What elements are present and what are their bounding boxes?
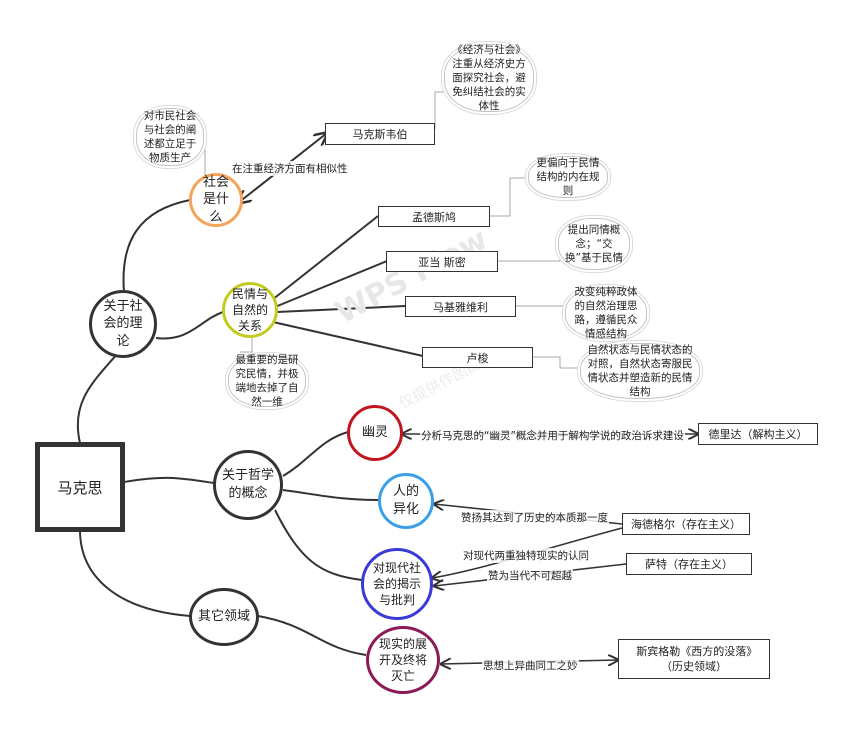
note-smith-text: 提出同情概念；“交换”基于民情 bbox=[565, 223, 623, 265]
note-economy-society: 《经济与社会》注重从经济史方面探究社会，避免纠结社会的实体性 bbox=[444, 44, 534, 112]
node-montesquieu-label: 孟德斯鸠 bbox=[412, 210, 456, 224]
node-weber[interactable]: 马克斯韦伯 bbox=[325, 123, 435, 145]
node-smith[interactable]: 亚当 斯密 bbox=[386, 251, 498, 272]
node-theory-label: 关于社会的理论 bbox=[103, 298, 143, 349]
node-rousseau-label: 卢梭 bbox=[466, 351, 489, 365]
edge-root-philosophy bbox=[123, 476, 215, 484]
connector-research bbox=[240, 338, 253, 353]
node-minqing[interactable]: 民情与自然的关系 bbox=[222, 282, 278, 338]
node-weber-label: 马克斯韦伯 bbox=[352, 128, 408, 141]
node-philosophy[interactable]: 关于哲学的概念 bbox=[213, 450, 283, 520]
node-philosophy-label: 关于哲学的概念 bbox=[222, 468, 275, 501]
edge-minqing-machiavelli bbox=[276, 305, 406, 313]
edge-minqing-montesquieu bbox=[271, 215, 379, 301]
node-machiavelli-label: 马基雅维利 bbox=[433, 300, 488, 314]
node-critique[interactable]: 对现代社会的揭示与批判 bbox=[361, 548, 433, 620]
edge-minqing-rousseau bbox=[272, 321, 424, 357]
note-smith: 提出同情概念；“交换”基于民情 bbox=[558, 218, 630, 270]
note-machiavelli: 改变纯粹政体的自然治理思路，遵循民众情感结构 bbox=[565, 285, 647, 341]
node-ghost-label: 幽灵 bbox=[361, 425, 388, 441]
note-rousseau-text: 自然状态与民情状态的对照，自然状态寄服民情状态并塑造新的民情结构 bbox=[587, 343, 693, 399]
note-civil-society-text: 对市民社会与社会的阐述都立足于物质生产 bbox=[143, 109, 197, 165]
node-root-label: 马克思 bbox=[57, 478, 103, 497]
edge-root-theory bbox=[76, 344, 126, 444]
node-social-label: 社会是什么 bbox=[202, 174, 229, 225]
note-rousseau: 自然状态与民情状态的对照，自然状态寄服民情状态并塑造新的民情结构 bbox=[580, 343, 700, 399]
node-reality-label: 现实的展开及终将灭亡 bbox=[378, 636, 427, 684]
node-reality[interactable]: 现实的展开及终将灭亡 bbox=[366, 626, 440, 694]
note-research-text: 最重要的是研究民情，并极端地去掉了自然一维 bbox=[235, 353, 299, 409]
node-heidegger[interactable]: 海德格尔（存在主义） bbox=[622, 513, 750, 535]
edge-label-sartre: 赞为当代不可超越 bbox=[487, 568, 573, 583]
node-sartre-label: 萨特（存在主义） bbox=[645, 558, 733, 571]
connector-economy bbox=[434, 91, 450, 129]
node-other-label: 其它领域 bbox=[197, 609, 250, 625]
note-economy-society-text: 《经济与社会》注重从经济史方面探究社会，避免纠结社会的实体性 bbox=[452, 43, 526, 113]
note-machiavelli-text: 改变纯粹政体的自然治理思路，遵循民众情感结构 bbox=[574, 285, 638, 341]
edge-minqing-smith bbox=[274, 260, 388, 308]
node-critique-label: 对现代社会的揭示与批判 bbox=[372, 560, 421, 608]
edge-theory-social bbox=[122, 199, 191, 293]
edge-label-weber: 在注重经济方面有相似性 bbox=[231, 161, 349, 176]
edge-theory-minqing bbox=[155, 311, 224, 340]
node-spengler-label: 斯宾格勒《西方的没落》（历史领域） bbox=[636, 644, 752, 673]
node-social[interactable]: 社会是什么 bbox=[189, 173, 243, 227]
node-other[interactable]: 其它领域 bbox=[189, 588, 259, 646]
edge-label-critique: 对现代两重独特现实的认同 bbox=[462, 548, 590, 563]
note-civil-society: 对市民社会与社会的阐述都立足于物质生产 bbox=[136, 108, 204, 166]
edge-label-ghost: 分析马克思的“幽灵”概念并用于解构学说的政治诉求建设 bbox=[420, 428, 685, 443]
node-machiavelli[interactable]: 马基雅维利 bbox=[405, 296, 516, 317]
node-derrida[interactable]: 德里达（解构主义） bbox=[698, 423, 818, 445]
node-theory[interactable]: 关于社会的理论 bbox=[89, 290, 157, 358]
edge-philosophy-ghost bbox=[282, 431, 349, 477]
node-alienation-label: 人的异化 bbox=[392, 484, 419, 517]
note-research: 最重要的是研究民情，并极端地去掉了自然一维 bbox=[228, 353, 306, 409]
edge-other-reality bbox=[257, 615, 367, 656]
node-root[interactable]: 马克思 bbox=[35, 442, 125, 532]
edge-philosophy-alienation bbox=[282, 489, 379, 501]
node-rousseau[interactable]: 卢梭 bbox=[422, 347, 533, 368]
node-smith-label: 亚当 斯密 bbox=[418, 255, 466, 269]
edge-label-spengler: 思想上异曲同工之妙 bbox=[482, 658, 579, 673]
connector-montesquieu bbox=[490, 177, 530, 217]
note-montesquieu-text: 更偏向于民情结构的内在规则 bbox=[536, 156, 600, 198]
edge-philosophy-critique bbox=[274, 509, 363, 581]
edge-root-other bbox=[79, 529, 191, 617]
node-spengler[interactable]: 斯宾格勒《西方的没落》（历史领域） bbox=[618, 639, 770, 679]
node-sartre[interactable]: 萨特（存在主义） bbox=[626, 553, 752, 575]
node-heidegger-label: 海德格尔（存在主义） bbox=[631, 518, 741, 531]
node-alienation[interactable]: 人的异化 bbox=[378, 473, 434, 529]
node-ghost[interactable]: 幽灵 bbox=[347, 405, 403, 461]
connector-rousseau bbox=[533, 356, 580, 369]
node-derrida-label: 德里达（解构主义） bbox=[708, 428, 808, 441]
note-montesquieu: 更偏向于民情结构的内在规则 bbox=[528, 156, 608, 198]
node-minqing-label: 民情与自然的关系 bbox=[232, 286, 269, 334]
node-montesquieu[interactable]: 孟德斯鸠 bbox=[378, 206, 490, 227]
edge-label-heidegger: 赞扬其达到了历史的本质那一度 bbox=[460, 510, 609, 525]
connector-smith bbox=[498, 248, 561, 262]
